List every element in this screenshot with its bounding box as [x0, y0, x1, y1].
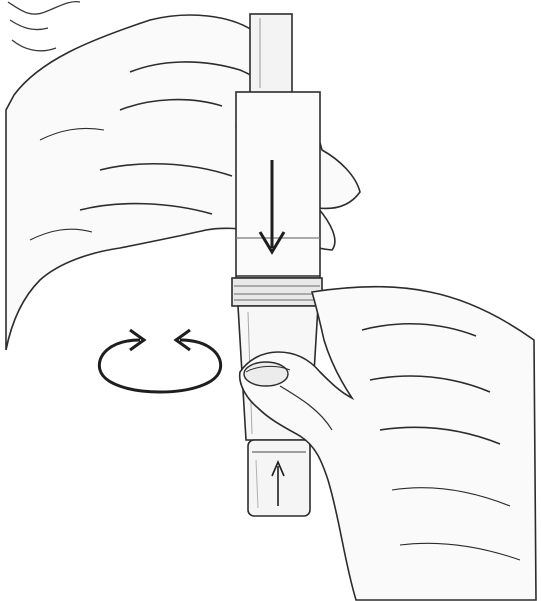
device-vial — [248, 440, 310, 516]
device-collar — [232, 278, 322, 306]
rotate-arrows-icon — [99, 330, 220, 392]
upper-hand-wrist — [8, 2, 80, 51]
